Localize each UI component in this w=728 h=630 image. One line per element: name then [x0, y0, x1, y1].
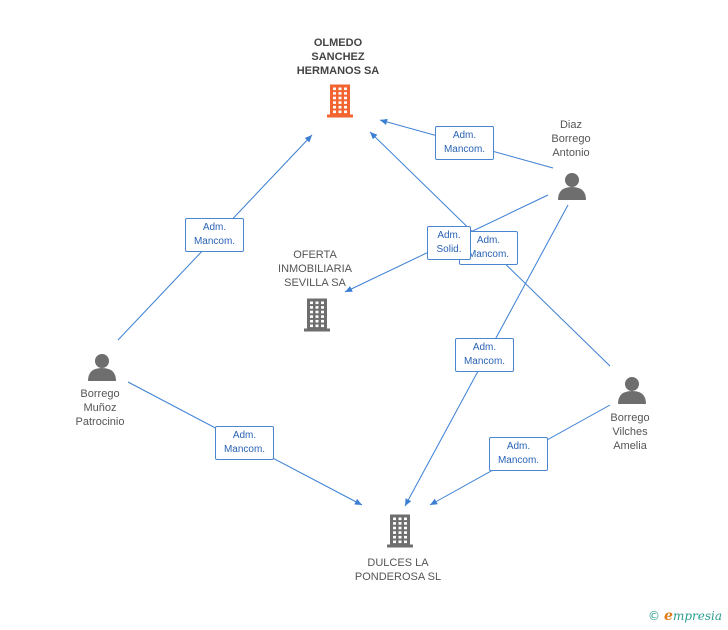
edge-label-borrego_munoz-to-olmedo[interactable]: Adm. Mancom. — [185, 218, 244, 252]
node-label-line: DULCES LA — [367, 557, 429, 569]
node-label-line: Antonio — [552, 147, 590, 159]
edge-label-text: Adm. — [202, 222, 227, 233]
edge-label-text: Adm. — [476, 235, 501, 246]
node-label-line: Amelia — [613, 440, 647, 452]
person-icon[interactable] — [558, 173, 586, 200]
edge-label-text: Mancom. — [467, 249, 510, 260]
node-label-line: Muñoz — [83, 402, 117, 414]
node-label-line: Borrego — [551, 133, 591, 145]
copyright-symbol: © — [648, 609, 661, 623]
node-label-line: SANCHEZ — [311, 51, 365, 63]
node-label-line: Borrego — [610, 412, 650, 424]
node-label-line: PONDEROSA SL — [354, 571, 442, 583]
edge-label-borrego_vilches-to-dulces[interactable]: Adm. Mancom. — [489, 437, 548, 471]
node-label-line: OLMEDO — [313, 37, 363, 49]
node-label-line: Diaz — [559, 119, 582, 131]
node-label-oferta[interactable]: OFERTA INMOBILIARIA SEVILLA SA — [260, 248, 370, 290]
node-label-line: Borrego — [80, 388, 120, 400]
edge-label-text: Adm. — [232, 430, 257, 441]
node-label-line: INMOBILIARIA — [278, 263, 352, 275]
edge-label-text: Adm. — [437, 230, 461, 241]
brand-initial: e — [664, 608, 673, 624]
edge-label-text: Solid. — [436, 244, 462, 255]
edge-label-text: Adm. — [506, 441, 531, 452]
edge-label-text: Adm. — [472, 342, 497, 353]
node-label-line: HERMANOS SA — [296, 65, 380, 77]
edge-label-text: Mancom. — [223, 444, 266, 455]
person-icon[interactable] — [618, 377, 646, 404]
node-label-line: Vilches — [612, 426, 648, 438]
node-label-dulces[interactable]: DULCES LA PONDEROSA SL — [343, 556, 453, 584]
edge-label-text: Mancom. — [193, 236, 236, 247]
node-label-line: SEVILLA SA — [284, 277, 346, 289]
icons-layer — [88, 84, 646, 548]
edge-label-borrego_munoz-to-dulces[interactable]: Adm. Mancom. — [215, 426, 274, 460]
building-icon[interactable] — [304, 298, 330, 332]
edge-label-diaz-to-olmedo[interactable]: Adm. Mancom. — [435, 126, 494, 160]
edge-label-borrego_vilches-to-olmedo[interactable]: Adm. Solid. — [427, 226, 471, 260]
building-icon[interactable] — [387, 514, 413, 548]
edge-label-text: Mancom. — [443, 144, 486, 155]
copyright: ©empresia — [648, 608, 722, 624]
node-label-line: Patrocinio — [75, 416, 125, 428]
edge-label-diaz-to-dulces[interactable]: Adm. Mancom. — [455, 338, 514, 372]
node-label-olmedo[interactable]: OLMEDO SANCHEZ HERMANOS SA — [283, 36, 393, 78]
edge-label-text: Mancom. — [497, 455, 540, 466]
brand-name: mpresia — [672, 609, 722, 623]
edge-label-text: Adm. — [452, 130, 477, 141]
node-label-line: OFERTA — [293, 249, 337, 261]
edge-label-text: Mancom. — [463, 356, 506, 367]
person-icon[interactable] — [88, 354, 116, 381]
building-icon[interactable] — [327, 84, 353, 118]
